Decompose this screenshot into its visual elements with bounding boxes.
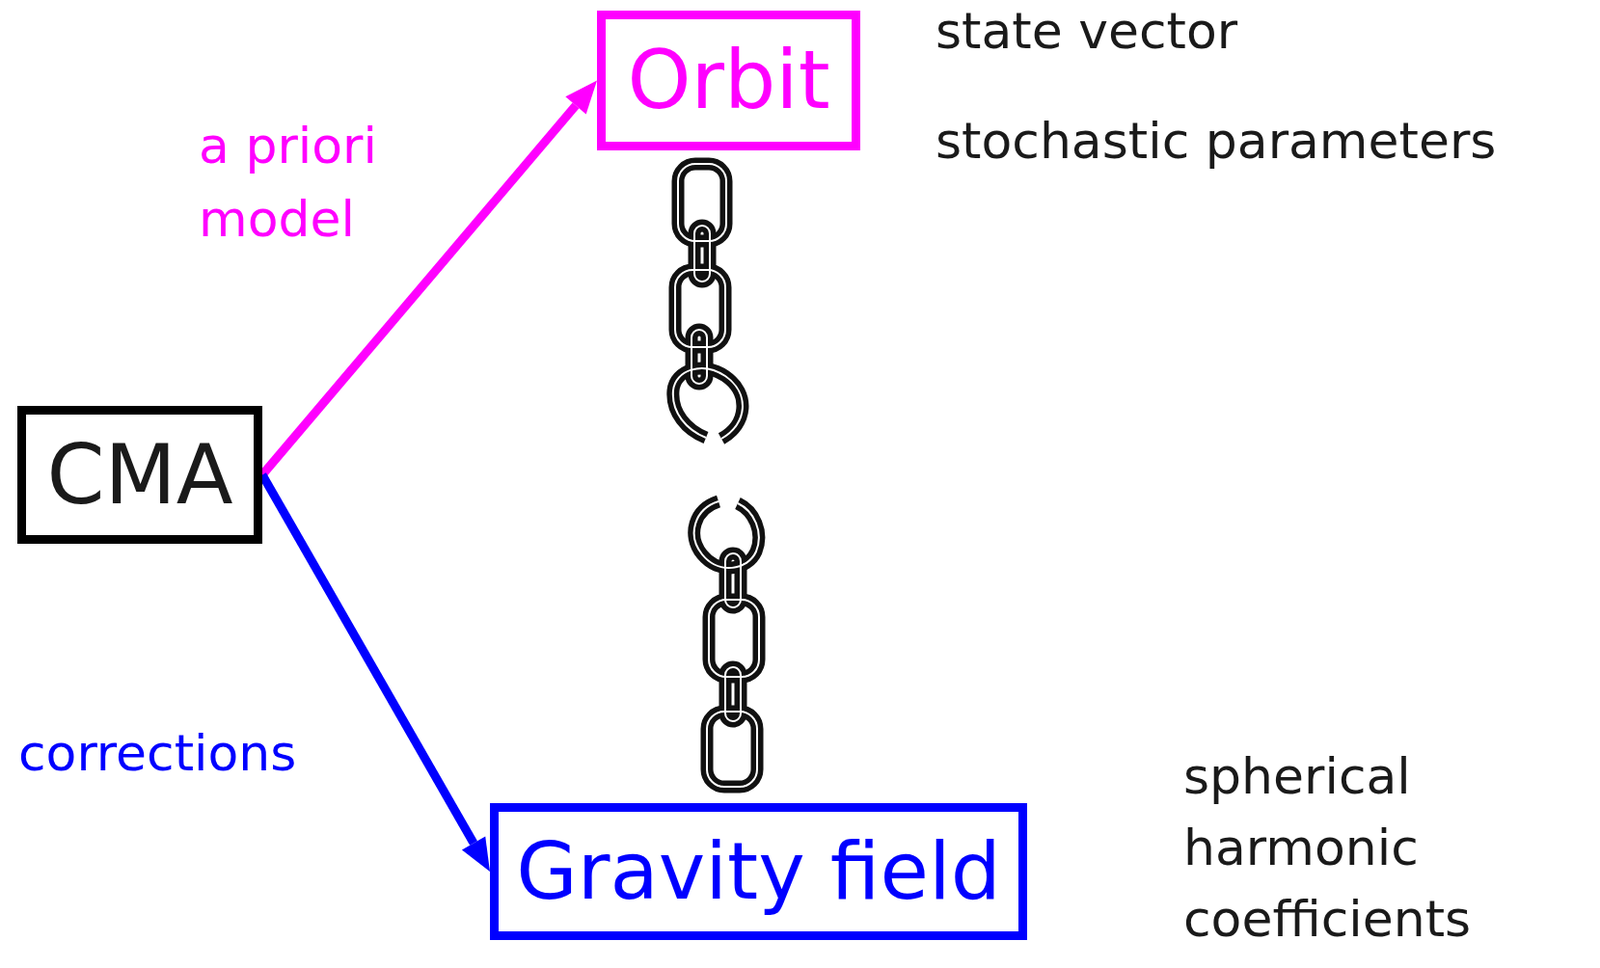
process-box: CMA bbox=[17, 406, 263, 544]
annotation: stochastic parameters bbox=[935, 111, 1496, 170]
node-title: Gravity field bbox=[515, 828, 1002, 916]
annotation: spherical harmonic coefficients bbox=[1183, 740, 1471, 955]
node-title: CMA bbox=[46, 429, 233, 521]
edge-label: corrections bbox=[18, 718, 424, 788]
process-box: Orbit bbox=[596, 10, 861, 151]
node-title: Orbit bbox=[626, 35, 830, 125]
arrow-connector bbox=[262, 475, 490, 873]
process-box: Gravity field bbox=[489, 803, 1028, 941]
edge-label: a priori model bbox=[198, 108, 479, 256]
annotation: state vector bbox=[935, 1, 1238, 60]
